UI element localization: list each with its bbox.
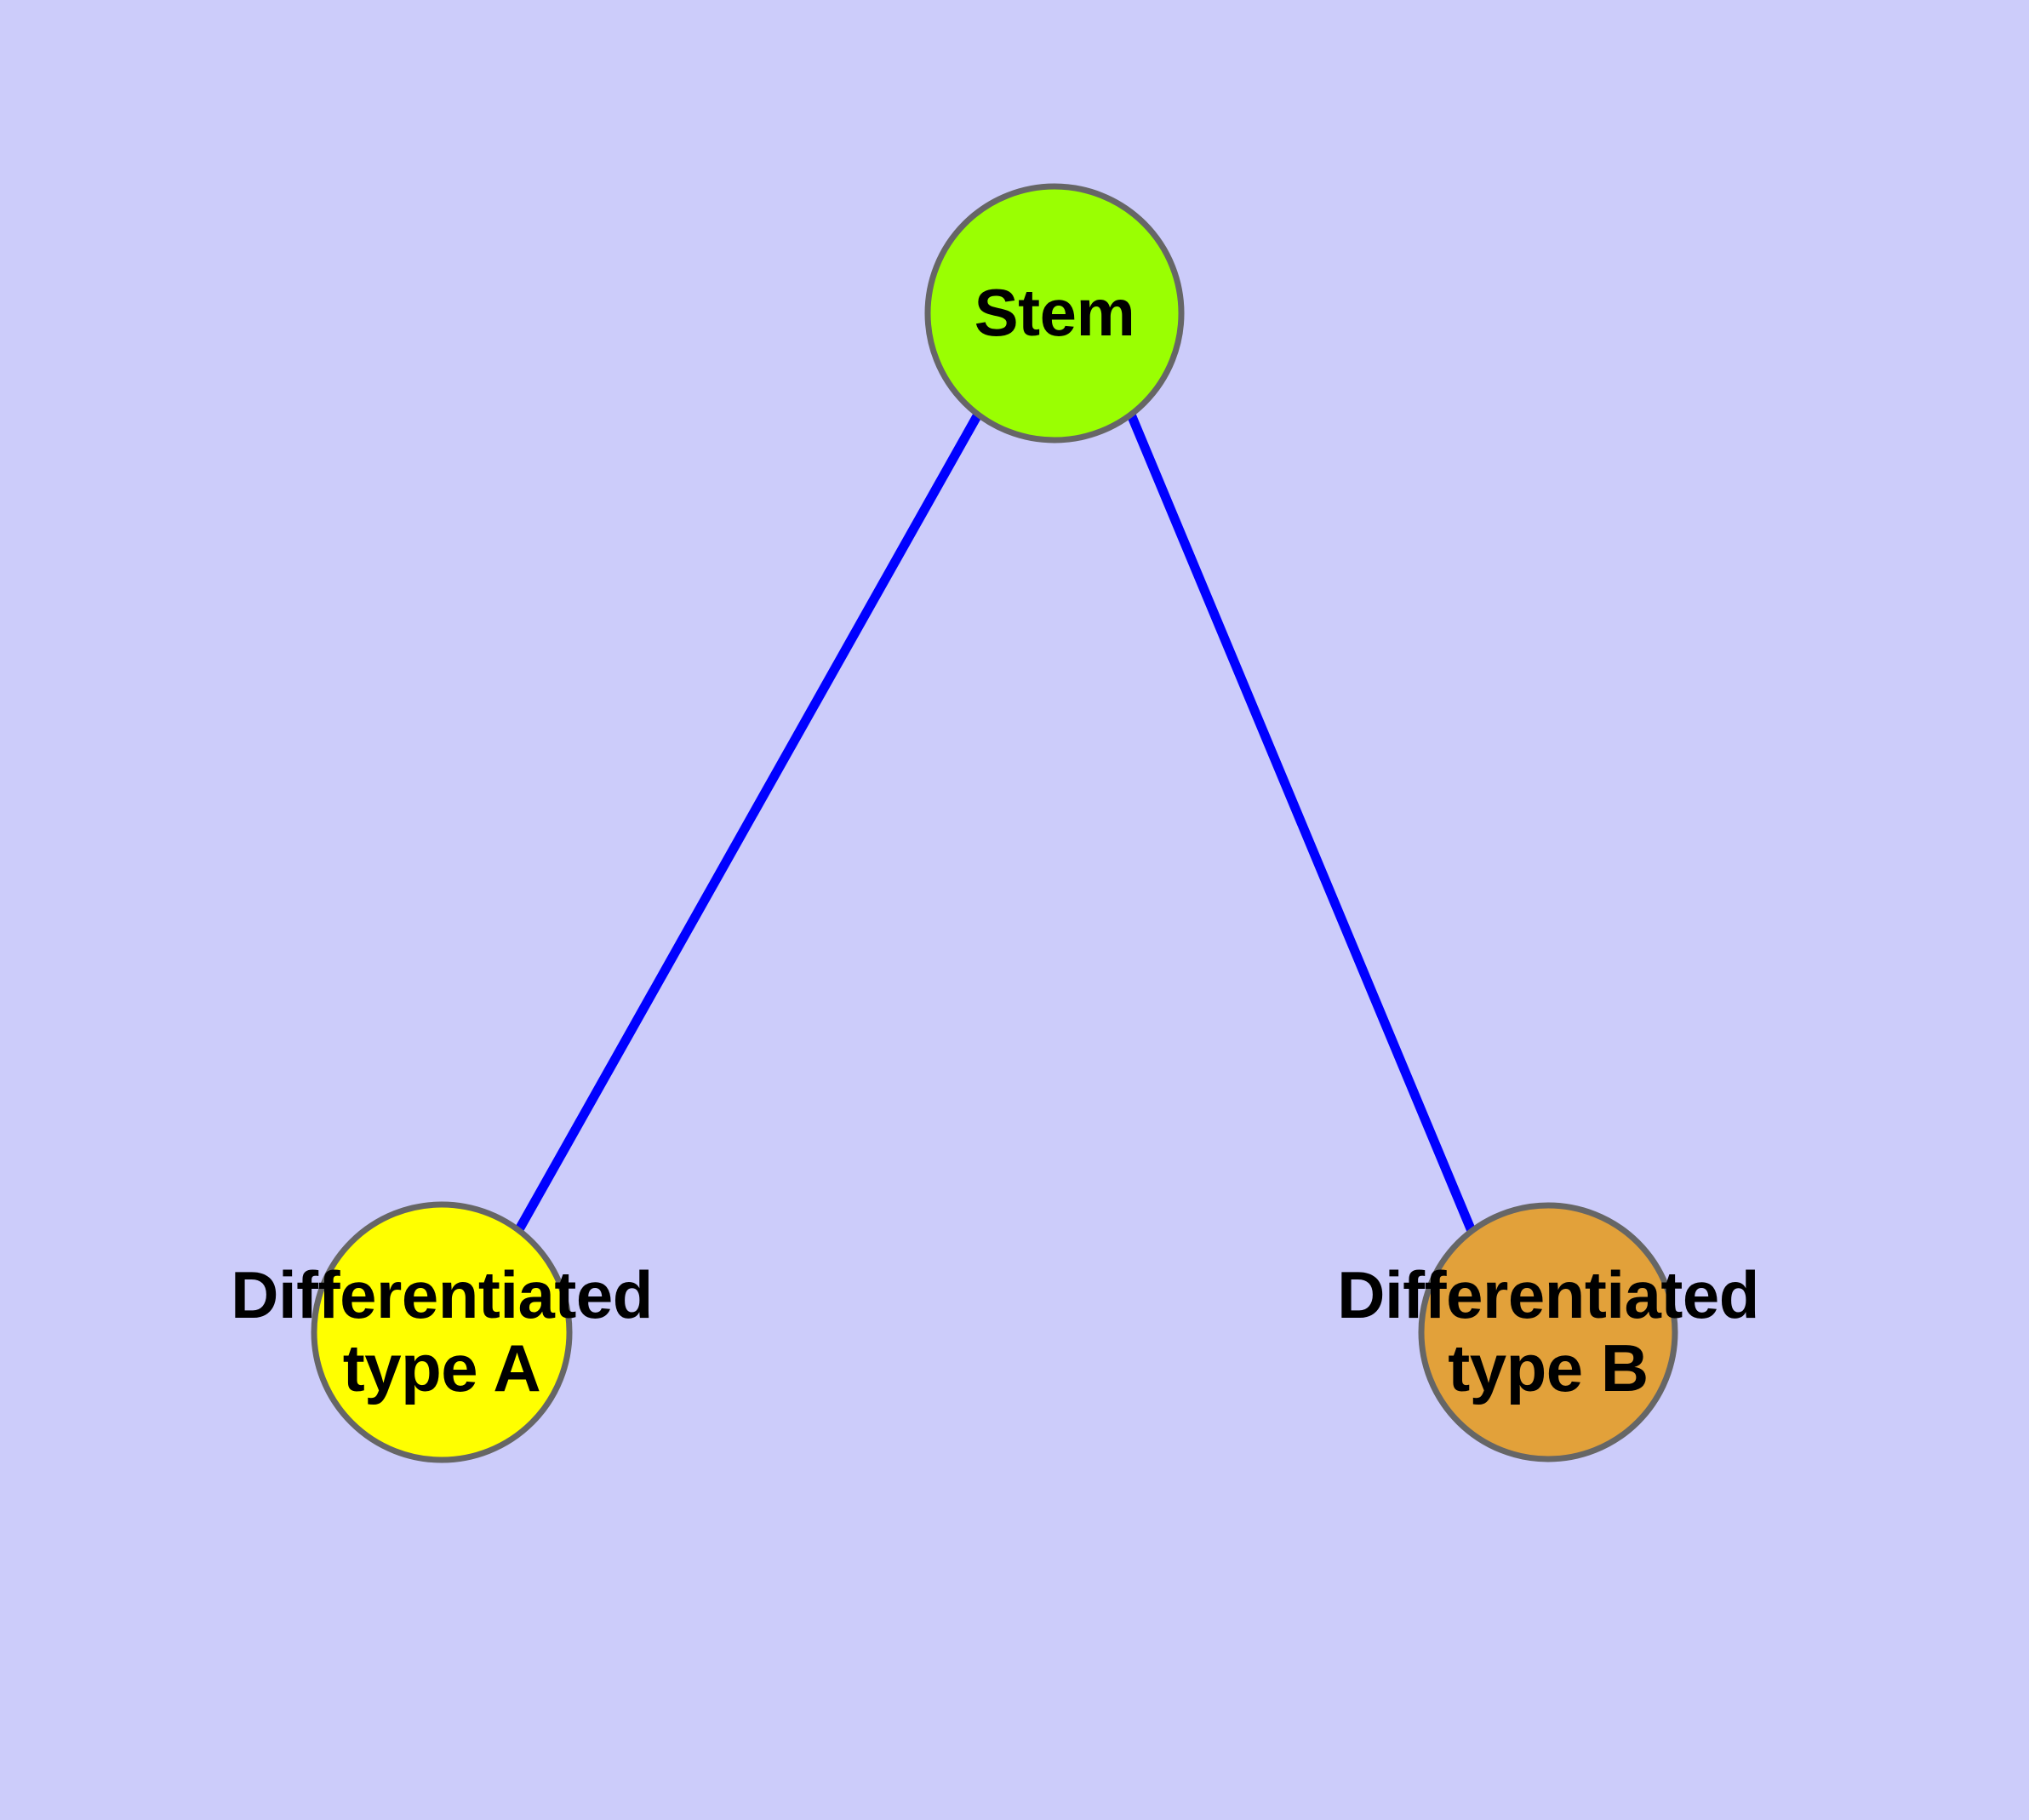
edge-stem-to-diff-b [1126, 412, 1477, 1233]
nodes-group [311, 183, 1678, 1463]
edge-stem-to-diff-a [514, 412, 982, 1233]
edges-group [514, 412, 1477, 1233]
node-differentiated-type-b[interactable] [1418, 1202, 1678, 1462]
node-differentiated-type-a[interactable] [311, 1201, 573, 1463]
node-stem[interactable] [924, 183, 1185, 444]
